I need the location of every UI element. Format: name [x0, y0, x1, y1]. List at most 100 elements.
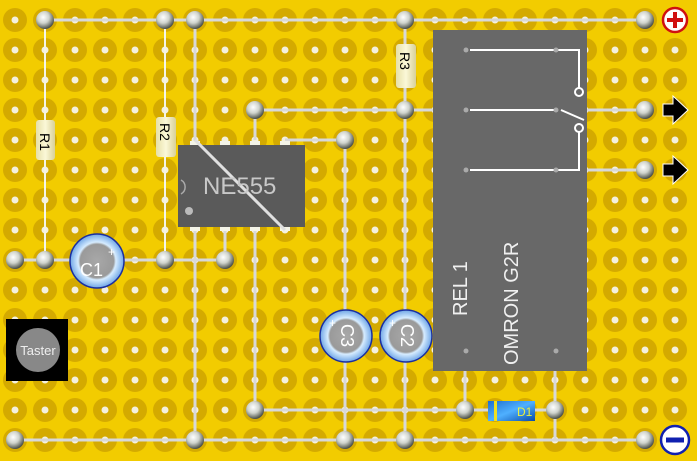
ic-label: NE555 — [203, 173, 276, 200]
hole — [671, 196, 679, 204]
hole — [611, 346, 619, 354]
hole — [671, 226, 679, 234]
hole — [161, 346, 169, 354]
hole — [371, 256, 379, 264]
hole — [131, 406, 139, 414]
hole — [611, 196, 619, 204]
hole — [641, 376, 649, 384]
hole — [131, 286, 139, 294]
hole — [671, 46, 679, 54]
hole — [671, 376, 679, 384]
resistor-r2[interactable]: R2 — [156, 117, 176, 157]
hole — [281, 256, 289, 264]
hole — [281, 76, 289, 84]
hole — [371, 46, 379, 54]
pushbutton-taster[interactable]: Taster — [6, 319, 68, 381]
hole — [671, 76, 679, 84]
hole — [221, 76, 229, 84]
solder-joint — [636, 11, 654, 29]
hole — [581, 376, 589, 384]
hole — [71, 226, 79, 234]
hole — [641, 346, 649, 354]
hole — [131, 316, 139, 324]
hole — [671, 136, 679, 144]
hole — [131, 376, 139, 384]
arrow-right-icon — [662, 154, 689, 186]
hole — [371, 136, 379, 144]
hole — [71, 346, 79, 354]
hole — [131, 46, 139, 54]
hole — [311, 166, 319, 174]
hole — [611, 226, 619, 234]
hole — [71, 376, 79, 384]
hole — [611, 46, 619, 54]
hole — [671, 316, 679, 324]
ic-ne555[interactable]: NE555 — [178, 138, 305, 232]
notch-icon — [180, 179, 186, 195]
hole — [11, 46, 19, 54]
svg-text:+: + — [389, 316, 396, 330]
r3-label: R3 — [397, 52, 413, 70]
hole — [131, 76, 139, 84]
ic-bridge-wire — [193, 138, 287, 232]
hole — [641, 76, 649, 84]
hole — [221, 46, 229, 54]
hole — [101, 376, 109, 384]
capacitor-c3[interactable]: + C3 — [319, 309, 373, 363]
solder-joint — [396, 431, 414, 449]
hole — [101, 196, 109, 204]
hole — [371, 286, 379, 294]
relay-rel1[interactable]: REL 1 OMRON G2R — [433, 30, 587, 371]
hole — [41, 406, 49, 414]
solder-joint — [156, 251, 174, 269]
capacitor-c1[interactable]: + C1 — [69, 233, 125, 289]
hole — [11, 106, 19, 114]
hole — [131, 226, 139, 234]
hole — [671, 286, 679, 294]
minus-icon — [659, 424, 691, 456]
solder-joint — [396, 101, 414, 119]
solder-joint — [336, 431, 354, 449]
hole — [611, 406, 619, 414]
hole — [641, 46, 649, 54]
hole — [251, 76, 259, 84]
solder-joint — [456, 401, 474, 419]
solder-joint — [396, 11, 414, 29]
solder-joint — [546, 401, 564, 419]
hole — [371, 226, 379, 234]
hole — [101, 46, 109, 54]
plus-icon — [661, 6, 689, 34]
hole — [371, 376, 379, 384]
hole — [101, 316, 109, 324]
hole — [221, 346, 229, 354]
resistor-r1[interactable]: R1 — [36, 120, 55, 160]
solder-joint — [186, 11, 204, 29]
hole — [131, 136, 139, 144]
pin1-dot-icon — [185, 207, 193, 215]
hole — [281, 316, 289, 324]
hole — [101, 136, 109, 144]
hole — [11, 406, 19, 414]
solder-joint — [636, 431, 654, 449]
hole — [341, 76, 349, 84]
hole — [611, 376, 619, 384]
resistor-r3[interactable]: R3 — [396, 44, 416, 88]
hole — [281, 376, 289, 384]
hole — [281, 286, 289, 294]
hole — [71, 76, 79, 84]
hole — [611, 76, 619, 84]
hole — [311, 226, 319, 234]
solder-joint — [6, 251, 24, 269]
hole — [11, 196, 19, 204]
hole — [251, 46, 259, 54]
hole — [641, 256, 649, 264]
hole — [131, 196, 139, 204]
capacitor-c2[interactable]: + C2 — [379, 309, 433, 363]
relay-name: REL 1 — [450, 261, 472, 316]
solder-joint — [246, 101, 264, 119]
hole — [161, 286, 169, 294]
hole — [431, 376, 439, 384]
diode-d1[interactable]: D1 — [488, 401, 535, 421]
hole — [71, 136, 79, 144]
hole — [101, 346, 109, 354]
